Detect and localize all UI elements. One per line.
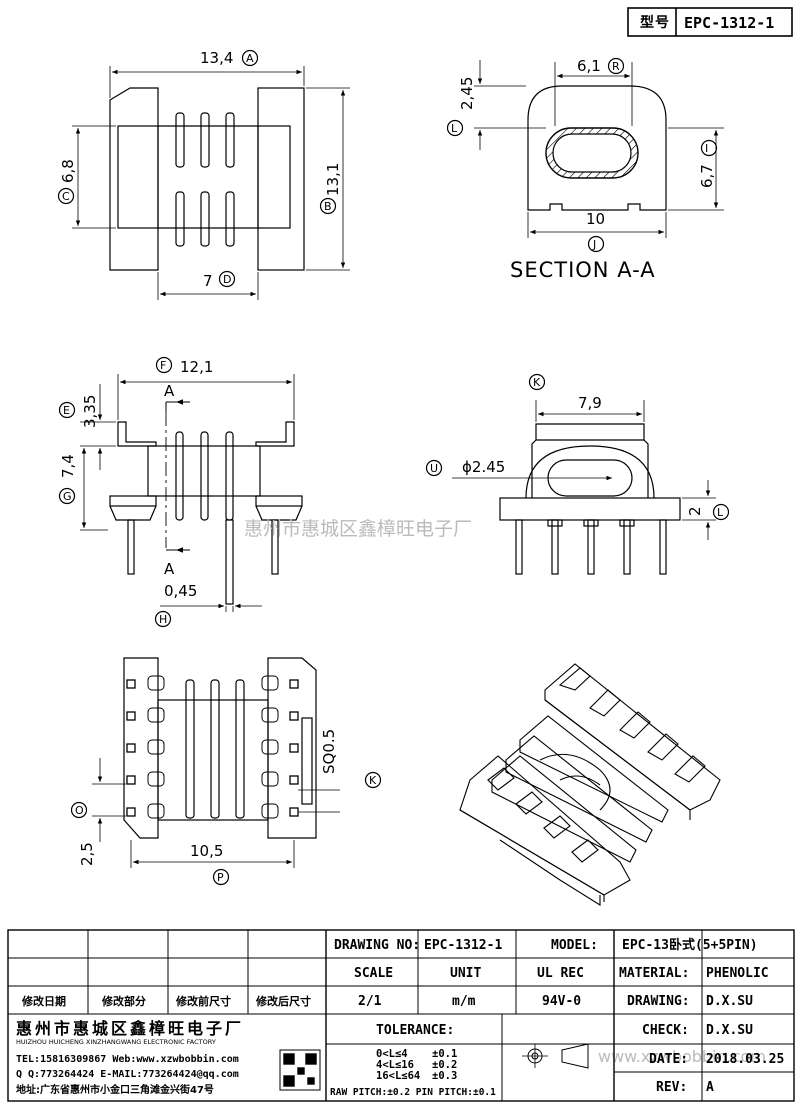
tb-scale-label: SCALE xyxy=(354,966,393,981)
tb-model-label: MODEL: xyxy=(551,938,598,953)
tb-tolerance-label: TOLERANCE: xyxy=(376,1023,454,1038)
tb-tol3v: ±0.3 xyxy=(432,1070,457,1082)
tb-unit: m/m xyxy=(452,994,476,1009)
tb-material-label: MATERIAL: xyxy=(619,966,689,981)
ref-a: A xyxy=(246,52,254,65)
ref-f: F xyxy=(160,359,166,372)
tb-company-cn: 惠州市惠城区鑫樟旺电子厂 xyxy=(16,1019,244,1038)
ref-p: P xyxy=(217,871,224,884)
ref-c: C xyxy=(62,190,70,203)
tb-tol3: 16<L≤64 xyxy=(376,1070,420,1082)
ref-l-sec: L xyxy=(451,122,458,135)
tb-scale: 2/1 xyxy=(358,994,382,1009)
section-title: SECTION A-A xyxy=(510,258,656,282)
dim-side-body: 7,4 xyxy=(59,454,77,478)
dim-end-width: 7,9 xyxy=(578,394,602,412)
tb-qq: Q Q:773264424 E-MAIL:773264424@qq.com xyxy=(16,1069,239,1080)
ref-k-end: K xyxy=(533,376,541,389)
bottom-view xyxy=(70,657,382,886)
tb-rev-label: REV: xyxy=(656,1080,687,1095)
tb-company-en: HUIZHOU HUICHENG XINZHANGWANG ELECTRONIC… xyxy=(16,1038,216,1046)
dim-bot-span: 10,5 xyxy=(190,842,223,860)
section-view xyxy=(446,57,724,253)
tb-drawing-no: EPC-1312-1 xyxy=(424,938,502,953)
tb-material: PHENOLIC xyxy=(706,966,769,981)
tb-check: D.X.SU xyxy=(706,1023,753,1038)
tb-rev-col-1: 修改日期 xyxy=(21,994,66,1008)
ref-b: B xyxy=(324,200,332,213)
dim-side-length: 12,1 xyxy=(180,358,213,376)
ref-i: I xyxy=(705,142,708,155)
ref-g: G xyxy=(63,490,72,503)
tb-rev: A xyxy=(706,1080,714,1095)
tb-unit-label: UNIT xyxy=(450,966,481,981)
header-part-no: EPC-1312-1 xyxy=(684,14,774,32)
tb-date-label: DATE: xyxy=(649,1052,688,1067)
dim-top-width: 13,4 xyxy=(200,49,233,67)
dim-sec-base: 10 xyxy=(586,210,605,228)
ref-j: J xyxy=(592,238,596,251)
dim-side-flange: 3,35 xyxy=(81,395,99,428)
tb-drawing-label: DRAWING: xyxy=(627,994,690,1009)
dim-top-window: 6,8 xyxy=(59,159,77,183)
dim-side-pin: 0,45 xyxy=(164,582,197,600)
isometric-view xyxy=(459,663,721,906)
tb-drawing-no-label: DRAWING NO: xyxy=(334,938,420,953)
tb-rev-col-3: 修改前尺寸 xyxy=(175,994,231,1008)
tb-tol2: 4<L≤16 xyxy=(376,1059,414,1071)
dim-top-height: 13,1 xyxy=(324,163,342,196)
dim-sec-top: 2,45 xyxy=(458,77,476,110)
ref-u: U xyxy=(430,462,438,475)
ref-r: R xyxy=(612,60,620,73)
tb-addr: 地址:广东省惠州市小金口三角滩金兴街47号 xyxy=(16,1083,214,1096)
tb-date: 2018.03.25 xyxy=(706,1052,784,1067)
end-view xyxy=(425,373,730,575)
ref-k-bot: K xyxy=(369,774,377,787)
title-block xyxy=(7,929,795,1102)
tb-pitch-tol: RAW PITCH:±0.2 PIN PITCH:±0.1 xyxy=(330,1087,496,1098)
cut-a-bottom: A xyxy=(164,560,175,578)
ref-e: E xyxy=(63,404,70,417)
top-view xyxy=(57,49,350,300)
dim-end-dia: ϕ2.45 xyxy=(462,458,505,476)
ref-d: D xyxy=(223,273,231,286)
dim-sec-hole: 6,1 xyxy=(577,57,601,75)
tb-rev-col-2: 修改部分 xyxy=(101,994,146,1008)
cut-a-top: A xyxy=(164,382,175,400)
watermark-url: www.xzwbobbin.com xyxy=(598,1047,766,1066)
tb-check-label: CHECK: xyxy=(642,1023,689,1038)
dim-top-inner: 7 xyxy=(203,272,213,290)
header-type-label: 型号 xyxy=(640,14,670,31)
header-box xyxy=(627,7,793,37)
watermark: 惠州市惠城区鑫樟旺电子厂 xyxy=(244,518,472,540)
dim-sec-height: 6,7 xyxy=(698,164,716,188)
dim-bot-pitch: 2,5 xyxy=(78,842,96,866)
tb-ul: 94V-0 xyxy=(542,994,581,1009)
side-view xyxy=(58,356,303,628)
dim-end-base: 2 xyxy=(686,506,704,516)
ref-o: O xyxy=(75,804,84,817)
tb-ul-label: UL REC xyxy=(537,966,584,981)
tb-tol1: 0<L≤4 xyxy=(376,1048,408,1060)
tb-tol2v: ±0.2 xyxy=(432,1059,457,1071)
tb-model: EPC-13卧式(5+5PIN) xyxy=(622,937,758,953)
dim-bot-sq: SQ0.5 xyxy=(320,729,338,774)
tb-rev-col-4: 修改后尺寸 xyxy=(255,994,311,1008)
tb-tol1v: ±0.1 xyxy=(432,1048,457,1060)
ref-l-end: L xyxy=(717,506,724,519)
ref-h: H xyxy=(159,613,167,626)
tb-drawing: D.X.SU xyxy=(706,994,753,1009)
tb-tel: TEL:15816309867 Web:www.xzwbobbin.com xyxy=(16,1053,239,1065)
